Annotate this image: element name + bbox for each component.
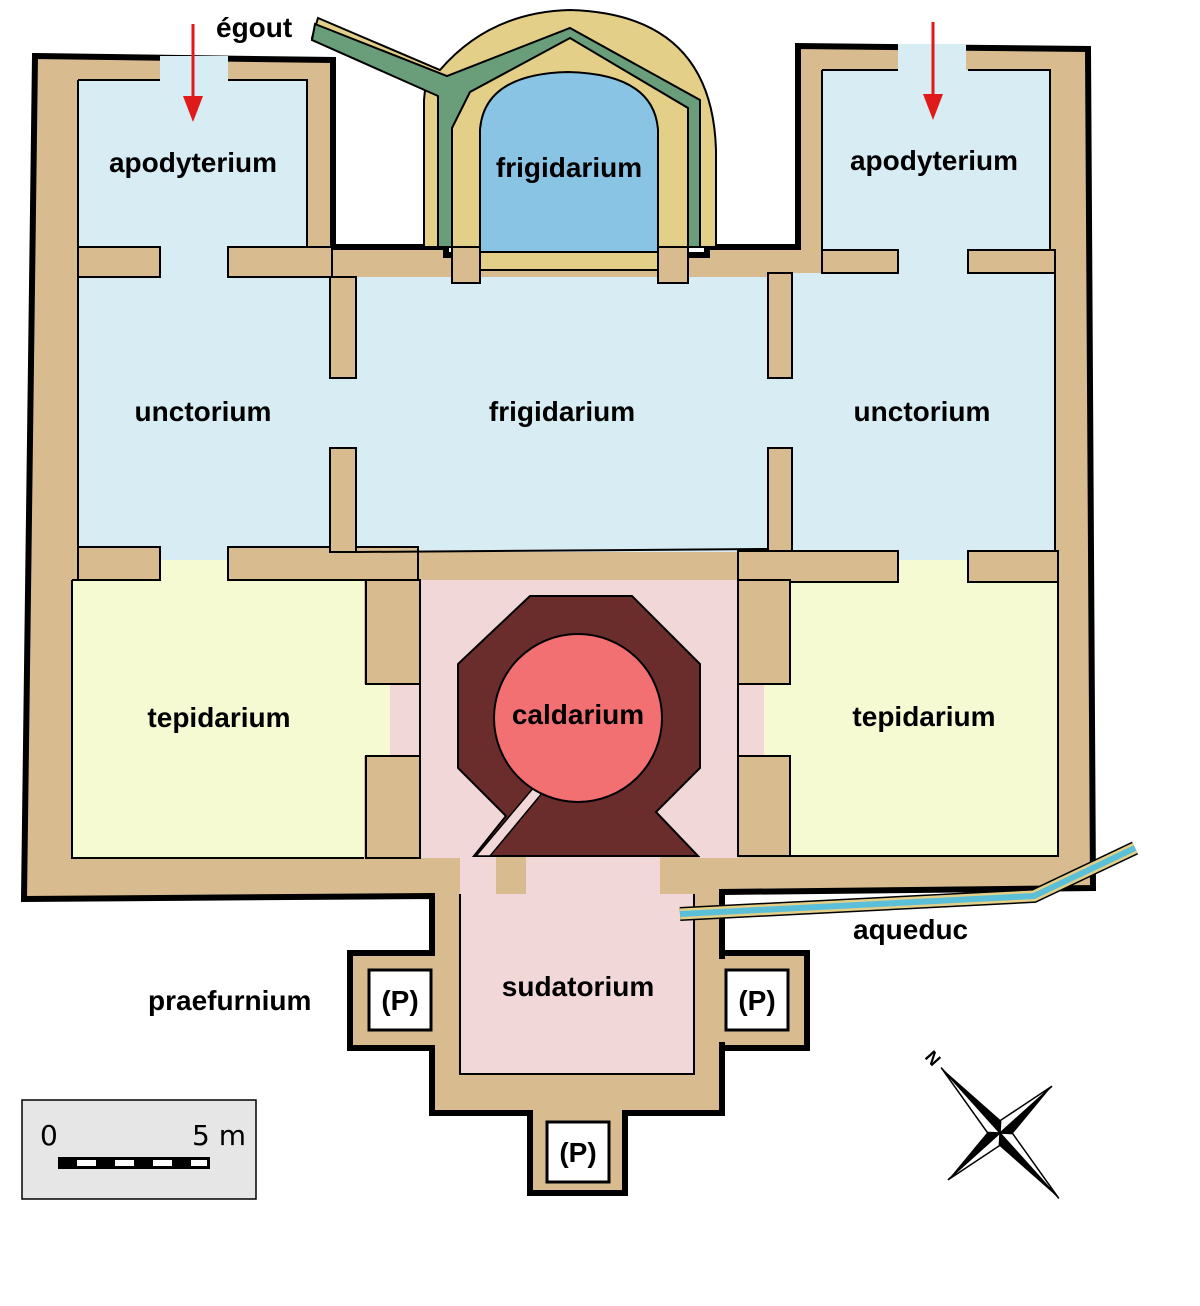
sudatorium-floor <box>460 856 694 1074</box>
compass-rose-icon: N <box>921 1047 1060 1199</box>
scale-bar: 0 5 m <box>21 1099 257 1200</box>
scale-end-label: 5 m <box>192 1119 246 1152</box>
furnace-bottom <box>545 1120 611 1184</box>
label-unctorium-right: unctorium <box>854 396 991 427</box>
furnace-right-mark: (P) <box>738 985 775 1016</box>
tepidarium-right-floor <box>790 582 1058 856</box>
caldarium-pool <box>493 633 663 803</box>
partition-walls <box>77 246 1059 894</box>
aqueduct-channel <box>679 845 1137 917</box>
room-labels: apodyterium apodyterium frigidarium frig… <box>109 145 1018 1002</box>
furnace-left-mark: (P) <box>381 985 418 1016</box>
tepidarium-left-floor <box>72 580 364 858</box>
label-apodyterium-right: apodyterium <box>850 145 1018 176</box>
label-tepidarium-right: tepidarium <box>852 701 995 732</box>
unctorium-right-floor <box>792 273 1055 551</box>
label-apodyterium-left: apodyterium <box>109 147 277 178</box>
label-unctorium-left: unctorium <box>135 396 272 427</box>
caldarium-structure <box>457 595 701 857</box>
frigidarium-pool-apse <box>310 8 717 284</box>
entrance-arrow-icon <box>183 24 203 122</box>
label-aqueduc: aqueduc <box>853 914 968 945</box>
room-outlines <box>71 69 1059 1075</box>
furnace-bottom-mark: (P) <box>559 1137 596 1168</box>
entrance-arrow-icon <box>923 22 943 120</box>
label-egout: égout <box>216 12 292 43</box>
unctorium-left-floor <box>78 277 330 547</box>
label-caldarium: caldarium <box>512 699 644 730</box>
compass-north-label: N <box>921 1047 945 1070</box>
scale-start-label: 0 <box>40 1119 58 1152</box>
label-sudatorium: sudatorium <box>502 971 654 1002</box>
furnace-right <box>724 968 790 1032</box>
label-praefurnium: praefurnium <box>148 985 311 1016</box>
frigidarium-hall-floor <box>356 277 768 552</box>
room-floors <box>72 44 1058 1074</box>
furnace-left <box>367 968 433 1032</box>
scale-bar-panel <box>21 1099 257 1200</box>
entrance-arrows <box>183 22 943 122</box>
label-frigidarium-pool: frigidarium <box>496 152 642 183</box>
aqueduct <box>679 841 1139 921</box>
label-frigidarium-hall: frigidarium <box>489 396 635 427</box>
feature-labels: égout aqueduc praefurnium (P) (P) (P) <box>148 12 968 1168</box>
frigidarium-pool <box>479 70 659 253</box>
label-tepidarium-left: tepidarium <box>147 702 290 733</box>
praefurnia <box>367 968 790 1184</box>
